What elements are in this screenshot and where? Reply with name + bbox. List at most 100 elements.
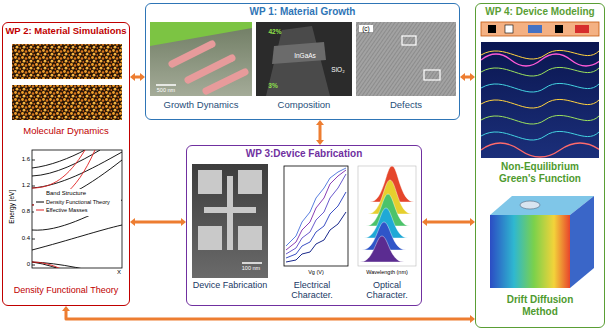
device-schematic-strip <box>481 22 599 36</box>
electrical-plot <box>286 168 346 246</box>
band-structure-plot <box>32 186 35 187</box>
band-structure-plot <box>32 265 35 266</box>
drift-diffusion-image <box>520 201 540 209</box>
growth-dynamics-image <box>172 44 212 64</box>
negf-simulation-image <box>481 50 599 157</box>
drift-diffusion-image <box>490 215 570 288</box>
electrical-plot <box>284 166 348 266</box>
panel-heading: WP 2: Material Simulations <box>3 25 129 36</box>
orange-double-arrow <box>66 311 470 319</box>
band-structure-plot <box>32 150 122 268</box>
tick-label: 0.8 <box>12 208 30 215</box>
device-schematic-strip <box>505 25 513 33</box>
growth-dynamics-image <box>172 44 245 91</box>
growth-dynamics-image <box>150 22 252 96</box>
legend-text: Effective Masses <box>46 207 87 213</box>
panel-caption: Defects <box>356 100 456 111</box>
negf-simulation-image <box>481 42 601 158</box>
panel-caption: Electrical Character. <box>272 280 352 301</box>
device-schematic-strip <box>555 25 563 33</box>
growth-dynamics-image <box>150 22 252 96</box>
device-schematic-strip <box>481 22 599 36</box>
panel-heading: WP 1: Material Growth <box>146 6 459 18</box>
device-sem-image <box>192 164 268 278</box>
defects-image <box>424 70 440 80</box>
device-schematic-strip <box>575 25 589 33</box>
negf-simulation-image <box>481 143 599 157</box>
composition-value: 42% <box>264 28 286 35</box>
panel-heading: WP 3:Device Fabrication <box>187 148 421 160</box>
panel-caption: Non-Equilibrium Green's Function <box>490 161 590 184</box>
axis-title: Wavelength (nm) <box>356 269 418 275</box>
electrical-plot <box>284 166 348 266</box>
negf-simulation-image <box>481 83 599 92</box>
composition-image <box>272 42 326 64</box>
band-structure-plot <box>32 152 122 188</box>
negf-simulation-image <box>481 54 599 66</box>
band-structure-plot <box>32 239 35 240</box>
axis-title: Energy [eV] <box>8 177 15 237</box>
panel-caption: Drift Diffusion Method <box>490 294 590 317</box>
electrical-plot <box>286 170 346 250</box>
electrical-plot <box>286 174 346 254</box>
scale-label: 500 nm <box>150 87 182 93</box>
electrical-plot <box>286 168 346 262</box>
band-structure-plot <box>32 262 100 268</box>
panel-caption: Molecular Dynamics <box>4 126 128 137</box>
device-sem-image <box>204 207 256 213</box>
legend-entry: Density Functional Theory <box>46 199 110 205</box>
device-schematic-strip <box>488 25 496 33</box>
molecular-dynamics-image <box>12 85 122 120</box>
panel-heading: WP 4: Device Modeling <box>476 6 604 18</box>
growth-dynamics-image <box>150 22 252 46</box>
orange-double-arrow <box>135 76 140 79</box>
orange-double-arrow <box>319 125 322 140</box>
orange-double-arrow <box>465 76 470 79</box>
axis-title: Vg (V) <box>284 269 348 275</box>
growth-dynamics-image <box>188 58 232 80</box>
composition-image <box>256 22 352 96</box>
device-sem-image <box>198 170 262 250</box>
growth-dynamics-image <box>206 72 245 91</box>
band-structure-plot <box>32 150 85 168</box>
device-sem-image <box>242 262 262 264</box>
device-sem-image <box>198 170 222 194</box>
panel-caption: Composition <box>256 100 352 111</box>
subfigure-tag: (c) <box>359 25 373 32</box>
band-structure-plot <box>32 225 122 250</box>
band-structure-plot <box>32 262 85 268</box>
negf-simulation-image <box>481 67 599 76</box>
work-package-panel: WP 2: Material Simulations <box>2 22 130 306</box>
molecular-dynamics-image <box>12 44 122 79</box>
orange-double-arrow <box>427 221 470 224</box>
optical-spectra-plot <box>360 236 404 262</box>
material-label: InGaAs <box>288 52 322 59</box>
band-structure-plot <box>36 202 44 203</box>
drift-diffusion-image <box>570 196 594 288</box>
band-structure-plot <box>32 150 122 268</box>
negf-simulation-image <box>481 131 599 140</box>
panel-caption: Device Fabrication <box>190 280 270 290</box>
defects-image <box>356 22 456 96</box>
legend-text: Density Functional Theory <box>46 199 110 205</box>
band-structure-plot <box>32 150 85 188</box>
optical-spectra-plot <box>358 166 416 266</box>
device-sem-image <box>238 226 262 250</box>
tick-label: 1.6 <box>12 156 30 163</box>
band-structure-plot <box>32 150 100 176</box>
material-label: SiO₂ <box>326 66 350 73</box>
composition-image <box>256 22 352 96</box>
negf-simulation-image <box>481 42 599 158</box>
growth-dynamics-image <box>156 84 176 86</box>
drift-diffusion-image <box>490 196 594 288</box>
band-structure-plot <box>34 189 121 216</box>
optical-spectra-plot <box>358 166 416 266</box>
scale-label: 100 nm <box>236 265 266 271</box>
negf-simulation-image <box>481 115 599 124</box>
tick-label: X <box>114 269 124 276</box>
negf-simulation-image <box>481 99 599 108</box>
defects-image <box>356 22 456 96</box>
band-structure-plot <box>32 150 122 285</box>
molecular-dynamics-image <box>12 44 122 120</box>
